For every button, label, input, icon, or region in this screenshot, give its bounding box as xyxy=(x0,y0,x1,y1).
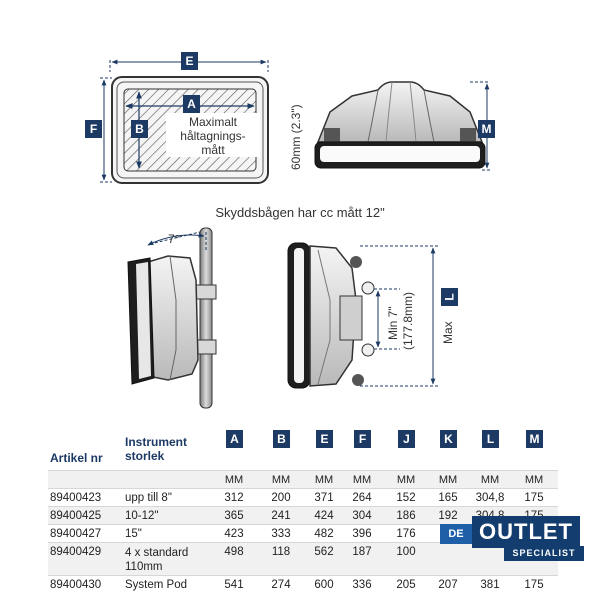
mount-back-diagram: Min 7" (177.8mm) Max L xyxy=(287,242,458,389)
inner-text-line3: mått xyxy=(201,143,225,157)
cell-article: 89400430 xyxy=(50,579,102,591)
mount-side-diagram: 7° xyxy=(127,227,217,409)
cell-instrument: System Pod xyxy=(125,579,187,591)
label-max: Max xyxy=(441,321,455,344)
col-letter-M: M xyxy=(526,430,543,448)
cell-F: 304 xyxy=(352,510,372,522)
col-letter-L: L xyxy=(482,430,499,448)
label-E: E xyxy=(185,54,193,68)
cell-instrument: 4 x standard 110mm xyxy=(125,547,189,573)
technical-drawings: E F A B Maximalt håltagnings- mått 60mm … xyxy=(85,52,495,409)
unit-L: MM xyxy=(480,474,500,486)
cell-A: 365 xyxy=(224,510,244,522)
cell-A: 312 xyxy=(224,492,244,504)
table-row: 89400430 System Pod 541 274 600 336 205 207 381 1… xyxy=(48,575,558,593)
cell-instrument: 10-12" xyxy=(125,510,159,522)
header-article: Artikel nr xyxy=(50,451,103,465)
badge-specialist: SPECIALIST xyxy=(504,546,584,561)
front-view-diagram: E F A B Maximalt håltagnings- mått xyxy=(85,52,269,184)
inner-text-line1: Maximalt xyxy=(189,115,238,129)
cell-F: 336 xyxy=(352,579,372,591)
cell-J: 176 xyxy=(396,528,416,540)
profile-view-diagram: 60mm (2.3") M xyxy=(289,81,495,171)
cell-instrument: 15" xyxy=(125,528,142,540)
label-60mm: 60mm (2.3") xyxy=(289,104,303,170)
cell-F: 396 xyxy=(352,528,372,540)
cell-B: 200 xyxy=(271,492,291,504)
cell-F: 264 xyxy=(352,492,372,504)
cell-article: 89400425 xyxy=(50,510,102,522)
cell-L: 304,8 xyxy=(475,492,505,504)
units-row: MM MM MM MM MM MM MM MM xyxy=(48,470,558,488)
caption: Skyddsbågen har cc mått 12" xyxy=(215,205,385,220)
col-letter-E: E xyxy=(316,430,333,448)
cell-B: 333 xyxy=(271,528,291,540)
label-angle: 7° xyxy=(168,232,180,246)
table-row: 89400423 upp till 8" 312 200 371 264 152 165 304… xyxy=(48,488,558,506)
label-B: B xyxy=(135,122,144,136)
inner-text-line2: håltagnings- xyxy=(180,129,245,143)
header-instrument: Instrument storlek xyxy=(125,435,188,463)
col-letter-F: F xyxy=(354,430,371,448)
cell-M: 175 xyxy=(524,492,544,504)
cell-E: 600 xyxy=(314,579,334,591)
unit-E: MM xyxy=(314,474,334,486)
cell-article: 89400423 xyxy=(50,492,102,504)
unit-M: MM xyxy=(524,474,544,486)
cell-K: 192 xyxy=(438,510,458,522)
col-letter-B: B xyxy=(273,430,290,448)
cell-K: 207 xyxy=(438,579,458,591)
col-letter-J: J xyxy=(398,430,415,448)
unit-K: MM xyxy=(438,474,458,486)
cell-M: 175 xyxy=(524,579,544,591)
dimension-table: Artikel nr Instrument storlek A B E F J … xyxy=(48,425,558,593)
cell-E: 562 xyxy=(314,546,334,558)
cell-E: 424 xyxy=(314,510,334,522)
cell-A: 423 xyxy=(224,528,244,540)
cell-J: 100 xyxy=(396,546,416,558)
cell-E: 371 xyxy=(314,492,334,504)
label-min: Min 7" xyxy=(386,306,400,340)
badge-outlet: OUTLET xyxy=(472,516,580,548)
cell-J: 205 xyxy=(396,579,416,591)
col-letter-A: A xyxy=(226,430,243,448)
table-header: Artikel nr Instrument storlek A B E F J … xyxy=(48,425,558,470)
unit-B: MM xyxy=(271,474,291,486)
cell-J: 186 xyxy=(396,510,416,522)
cell-A: 498 xyxy=(224,546,244,558)
cell-L: 381 xyxy=(480,579,500,591)
unit-F: MM xyxy=(352,474,372,486)
cell-F: 187 xyxy=(352,546,372,558)
cell-B: 241 xyxy=(271,510,291,522)
cell-E: 482 xyxy=(314,528,334,540)
label-A: A xyxy=(187,97,196,111)
unit-A: MM xyxy=(224,474,244,486)
label-M: M xyxy=(482,122,492,136)
cell-article: 89400427 xyxy=(50,528,102,540)
table-row: 89400429 4 x standard 110mm 498 118 562 187 10… xyxy=(48,542,558,575)
label-F: F xyxy=(90,122,97,136)
unit-J: MM xyxy=(396,474,416,486)
cell-K: 165 xyxy=(438,492,458,504)
cell-instrument: upp till 8" xyxy=(125,492,172,504)
cell-article: 89400429 xyxy=(50,546,102,558)
cell-B: 274 xyxy=(271,579,291,591)
cell-B: 118 xyxy=(271,546,291,558)
cell-J: 152 xyxy=(396,492,416,504)
table-row: 89400427 15" 423 333 482 396 176 xyxy=(48,524,558,542)
label-min-mm: (177.8mm) xyxy=(401,292,415,350)
cell-A: 541 xyxy=(224,579,244,591)
outlet-badge: DE OUTLET SPECIALIST xyxy=(440,512,585,564)
badge-de: DE xyxy=(440,524,472,544)
label-L: L xyxy=(443,293,457,300)
col-letter-K: K xyxy=(440,430,457,448)
